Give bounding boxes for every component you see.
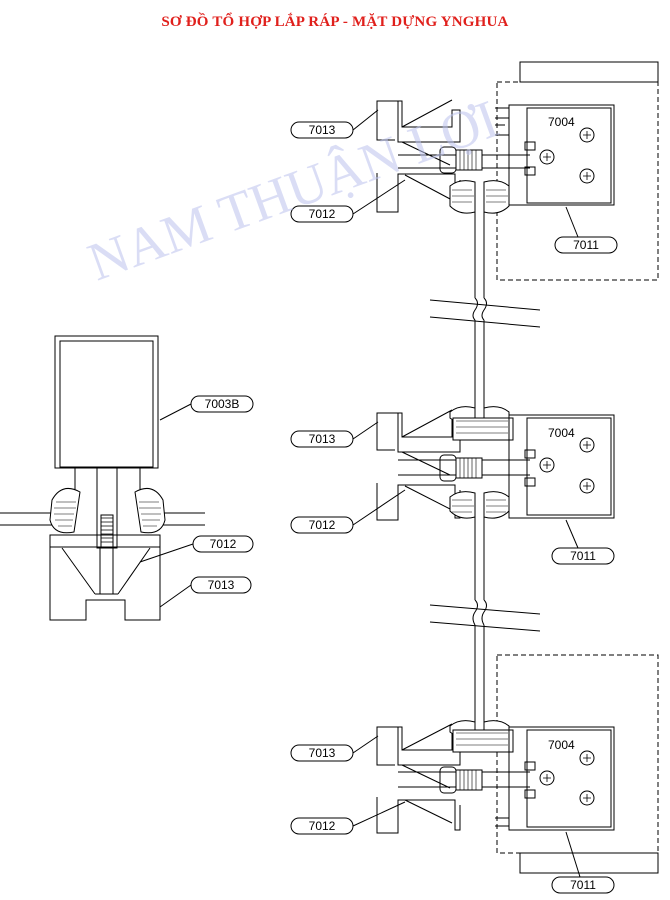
label-7003b: 7003B [205, 397, 240, 411]
label-7012-top: 7012 [309, 207, 336, 221]
mullion-7003b [54, 335, 159, 469]
left-section [0, 335, 205, 621]
pressure-plate-7012 [49, 534, 161, 548]
label-7011-middle: 7011 [570, 549, 596, 563]
transom-middle [376, 406, 615, 521]
label-7012-bottom: 7012 [309, 819, 336, 833]
diagram-title: SƠ ĐỒ TỔ HỢP LẮP RÁP - MẶT DỰNG YNGHUA [161, 14, 509, 30]
left-gasket [49, 487, 81, 534]
transom-top [376, 99, 615, 214]
label-7004-bottom: 7004 [548, 738, 575, 752]
label-7004-middle: 7004 [548, 426, 575, 440]
label-7004-top: 7004 [548, 115, 575, 129]
label-7013-middle: 7013 [309, 432, 336, 446]
glass-pane [429, 186, 541, 726]
label-7013-top: 7013 [309, 123, 336, 137]
label-7011-top: 7011 [573, 238, 599, 252]
transom-7004-bottom [508, 726, 615, 831]
mullion-inner [59, 340, 154, 468]
top-end-cap [519, 61, 659, 83]
callout-7003b [190, 395, 254, 413]
callout-7012-left [192, 535, 254, 553]
bottom-dashed-outline [496, 654, 659, 854]
bottom-end-cap [519, 852, 659, 874]
label-7012-left: 7012 [210, 537, 237, 551]
right-callouts: 7013 7012 7011 7004 7013 7012 7011 7004 … [290, 109, 618, 894]
cover-cap-7013 [49, 547, 161, 621]
callout-7013-left [190, 576, 252, 594]
transom-bottom [376, 720, 615, 834]
label-7013-bottom: 7013 [309, 746, 336, 760]
transom-7004-middle [508, 414, 615, 519]
label-7013-left: 7013 [208, 578, 235, 592]
left-callouts: 7003B 7012 7013 [139, 395, 254, 608]
label-7011-bottom: 7011 [570, 878, 596, 892]
label-7012-middle: 7012 [309, 518, 336, 532]
right-gasket [134, 487, 166, 534]
center-rib [96, 467, 118, 549]
